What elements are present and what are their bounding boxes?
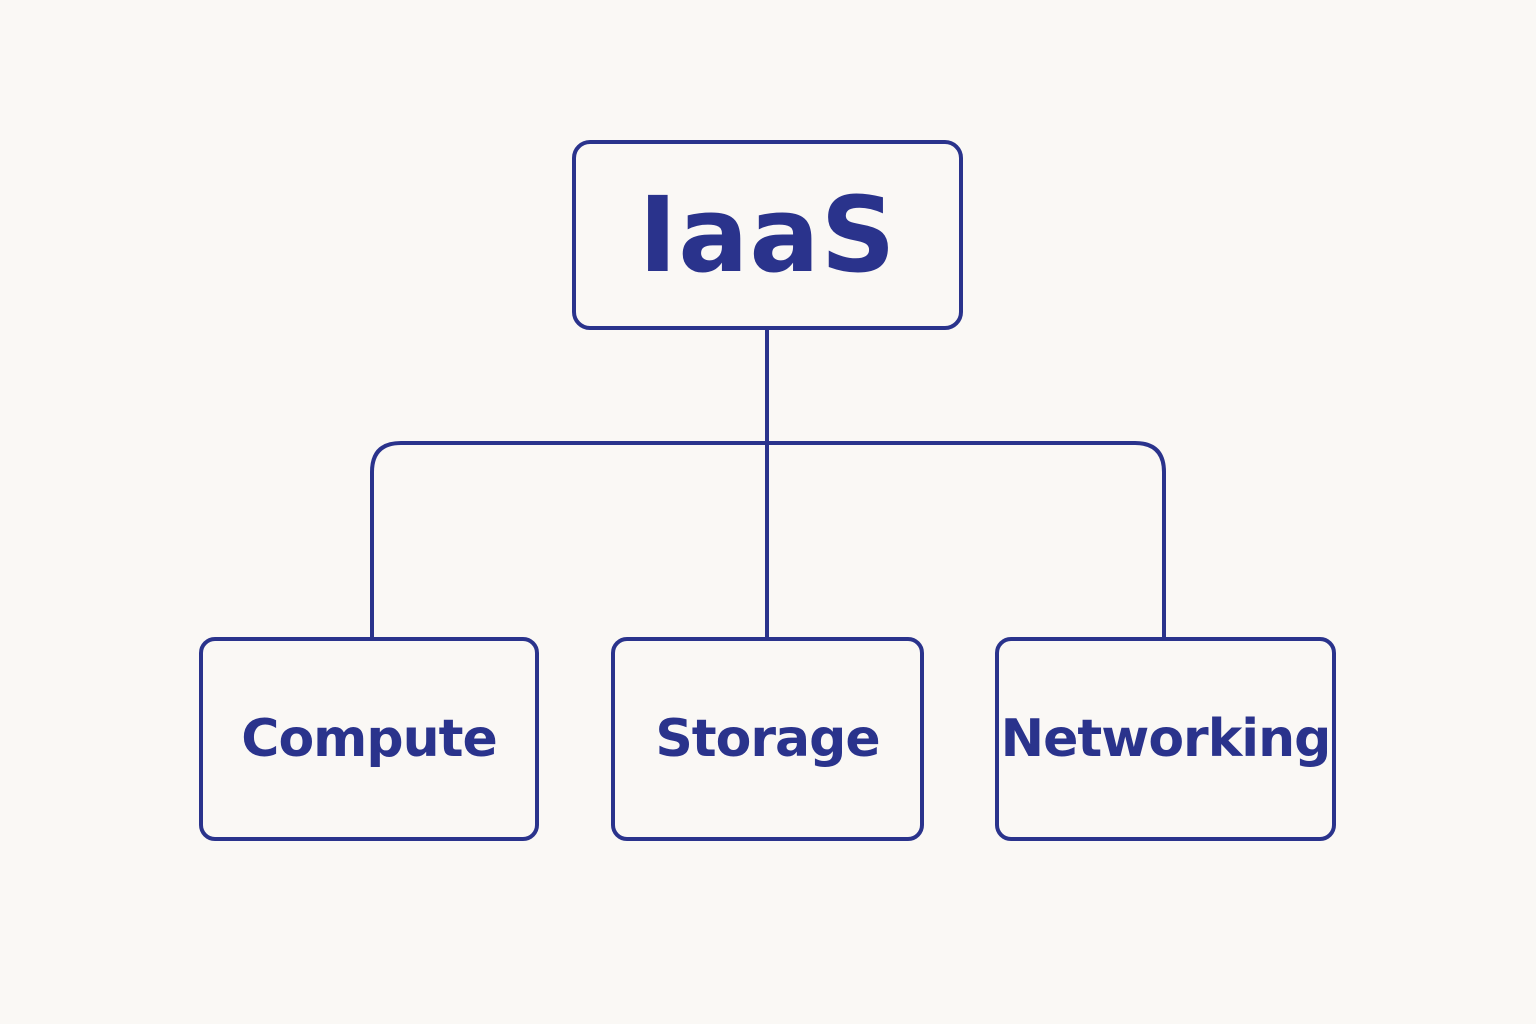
node-iaas: IaaS [572,140,963,330]
node-storage: Storage [611,637,924,841]
node-iaas-label: IaaS [638,174,897,296]
node-networking-label: Networking [1000,709,1332,769]
node-storage-label: Storage [655,709,880,769]
node-compute: Compute [199,637,539,841]
node-compute-label: Compute [241,709,497,769]
node-networking: Networking [995,637,1336,841]
